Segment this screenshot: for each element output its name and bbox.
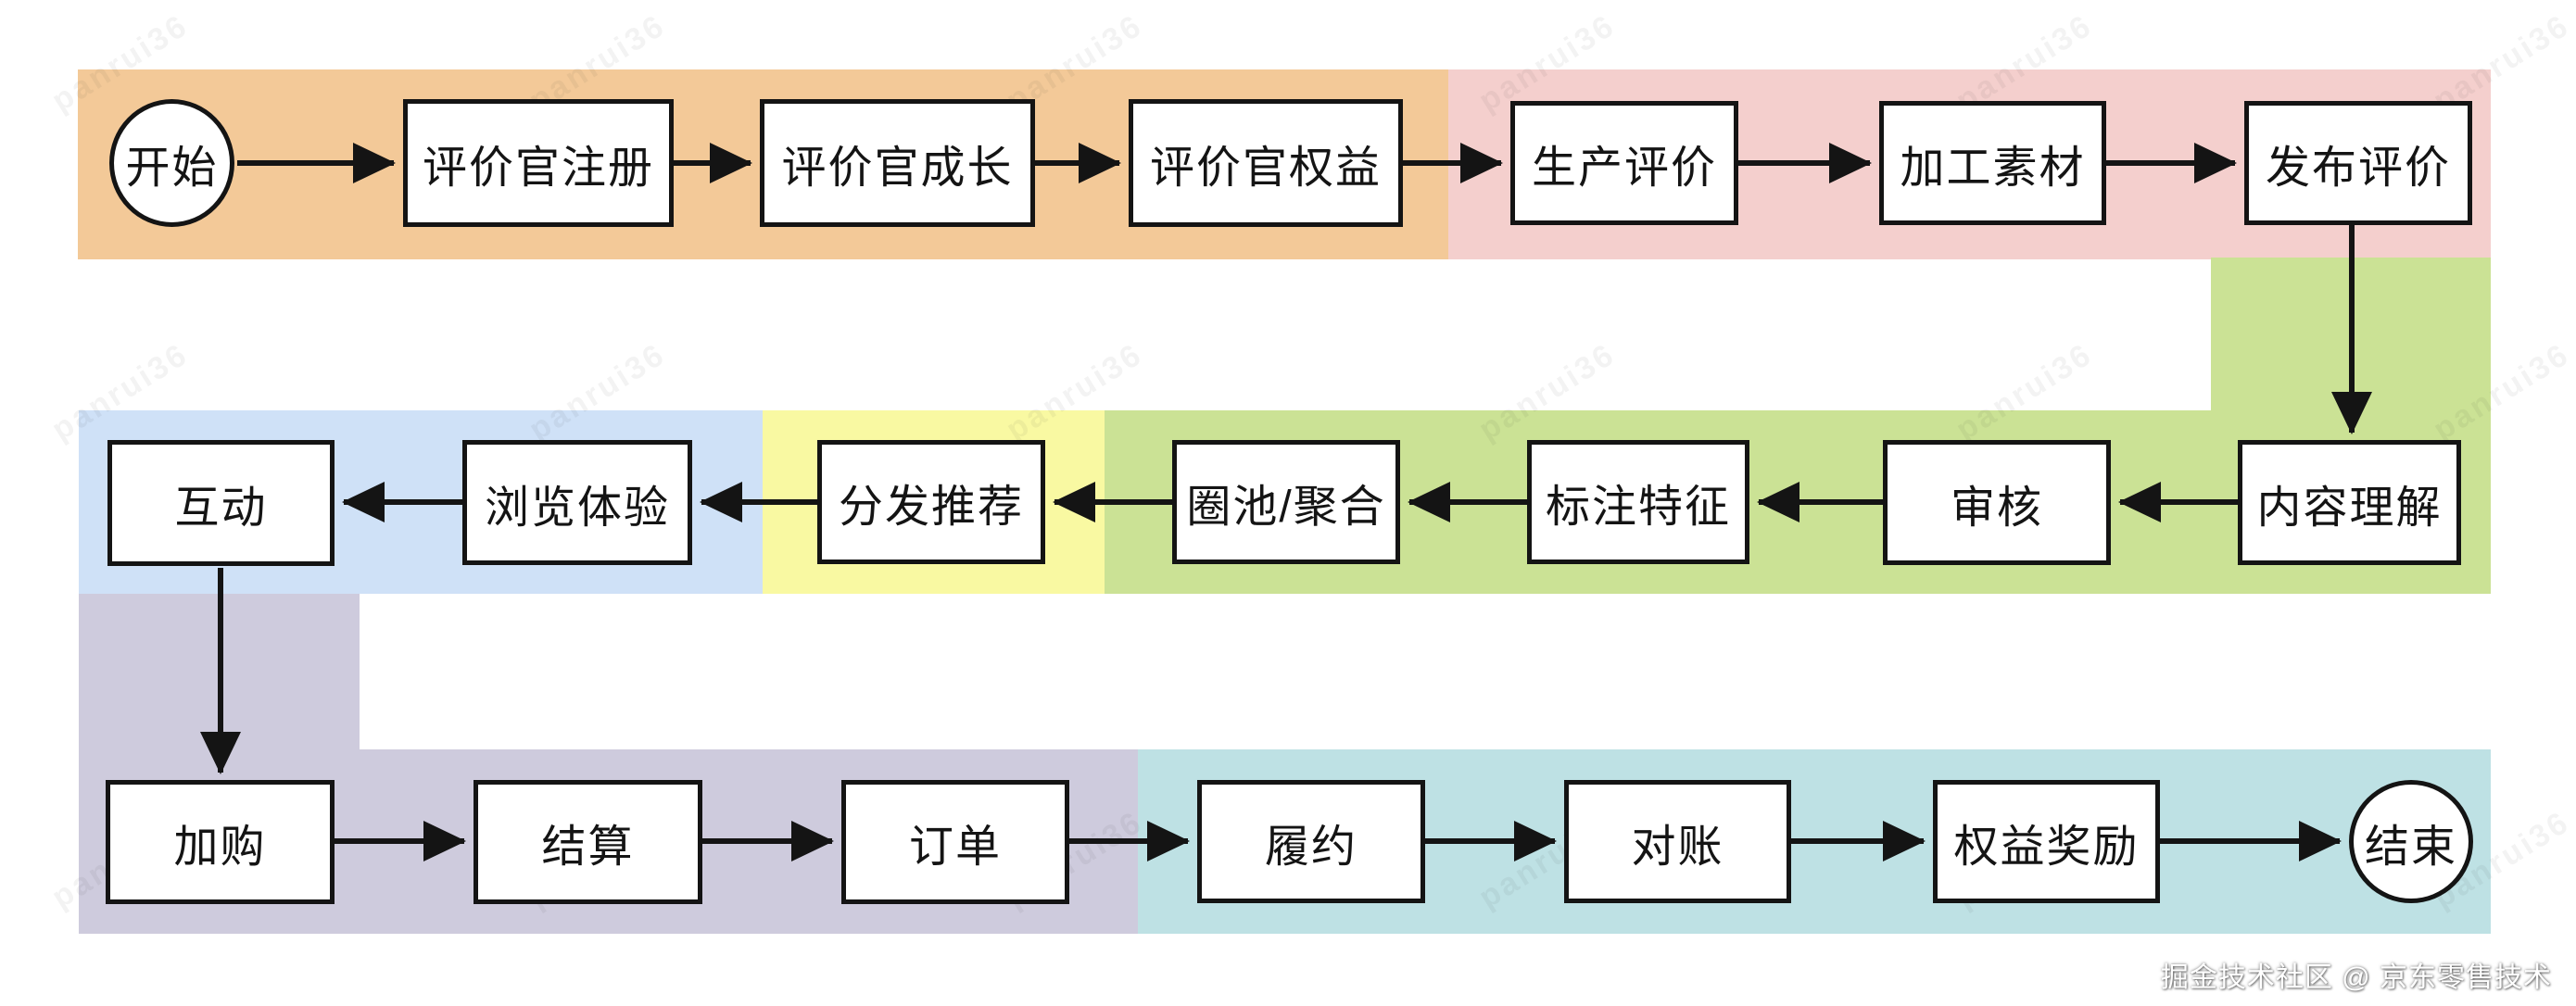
node-reviewer-rights: 评价官权益 [1129,99,1403,227]
node-rights-reward: 权益奖励 [1933,780,2160,903]
node-end-label: 结束 [2364,822,2457,872]
node-order: 订单 [841,780,1069,904]
node-content-understanding: 内容理解 [2238,440,2461,565]
node-produce-review-label: 生产评价 [1531,144,1717,193]
node-fulfillment-label: 履约 [1264,822,1357,872]
node-fulfillment: 履约 [1197,780,1425,903]
node-tag-features: 标注特征 [1527,440,1749,564]
node-checkout: 结算 [474,780,702,904]
node-interaction: 互动 [107,440,335,566]
node-order-label: 订单 [908,823,1002,872]
node-process-material: 加工素材 [1879,101,2106,225]
node-checkout-label: 结算 [541,823,635,872]
node-audit: 审核 [1883,440,2111,565]
node-reviewer-register: 评价官注册 [403,99,674,227]
node-rights-reward-label: 权益奖励 [1953,822,2140,872]
node-distribution-recommend: 分发推荐 [817,440,1045,564]
node-publish-review: 发布评价 [2244,101,2472,225]
node-pool-aggregation: 圈池/聚合 [1172,440,1400,564]
node-start-label: 开始 [125,144,219,193]
node-audit-label: 审核 [1950,483,2043,533]
footer-credit-watermark: 掘金技术社区 @ 京东零售技术 [2160,962,2552,993]
node-reconciliation-label: 对账 [1631,822,1724,872]
node-publish-review-label: 发布评价 [2265,144,2451,193]
node-add-to-cart-label: 加购 [173,823,267,872]
node-reviewer-register-label: 评价官注册 [422,144,654,193]
node-end: 结束 [2349,780,2473,903]
node-pool-aggregation-label: 圈池/聚合 [1186,483,1386,532]
node-add-to-cart: 加购 [106,780,335,904]
node-process-material-label: 加工素材 [1900,144,2086,193]
node-browse-experience-label: 浏览体验 [484,483,670,533]
node-content-understanding-label: 内容理解 [2256,483,2443,533]
node-tag-features-label: 标注特征 [1545,483,1731,532]
node-reviewer-rights-label: 评价官权益 [1149,144,1382,193]
node-start: 开始 [109,99,234,227]
node-reviewer-growth: 评价官成长 [760,99,1035,227]
node-reviewer-growth-label: 评价官成长 [781,144,1014,193]
node-interaction-label: 互动 [174,484,268,533]
node-browse-experience: 浏览体验 [462,440,692,565]
node-produce-review: 生产评价 [1510,101,1738,225]
node-distribution-recommend-label: 分发推荐 [838,483,1024,532]
node-reconciliation: 对账 [1564,780,1791,903]
